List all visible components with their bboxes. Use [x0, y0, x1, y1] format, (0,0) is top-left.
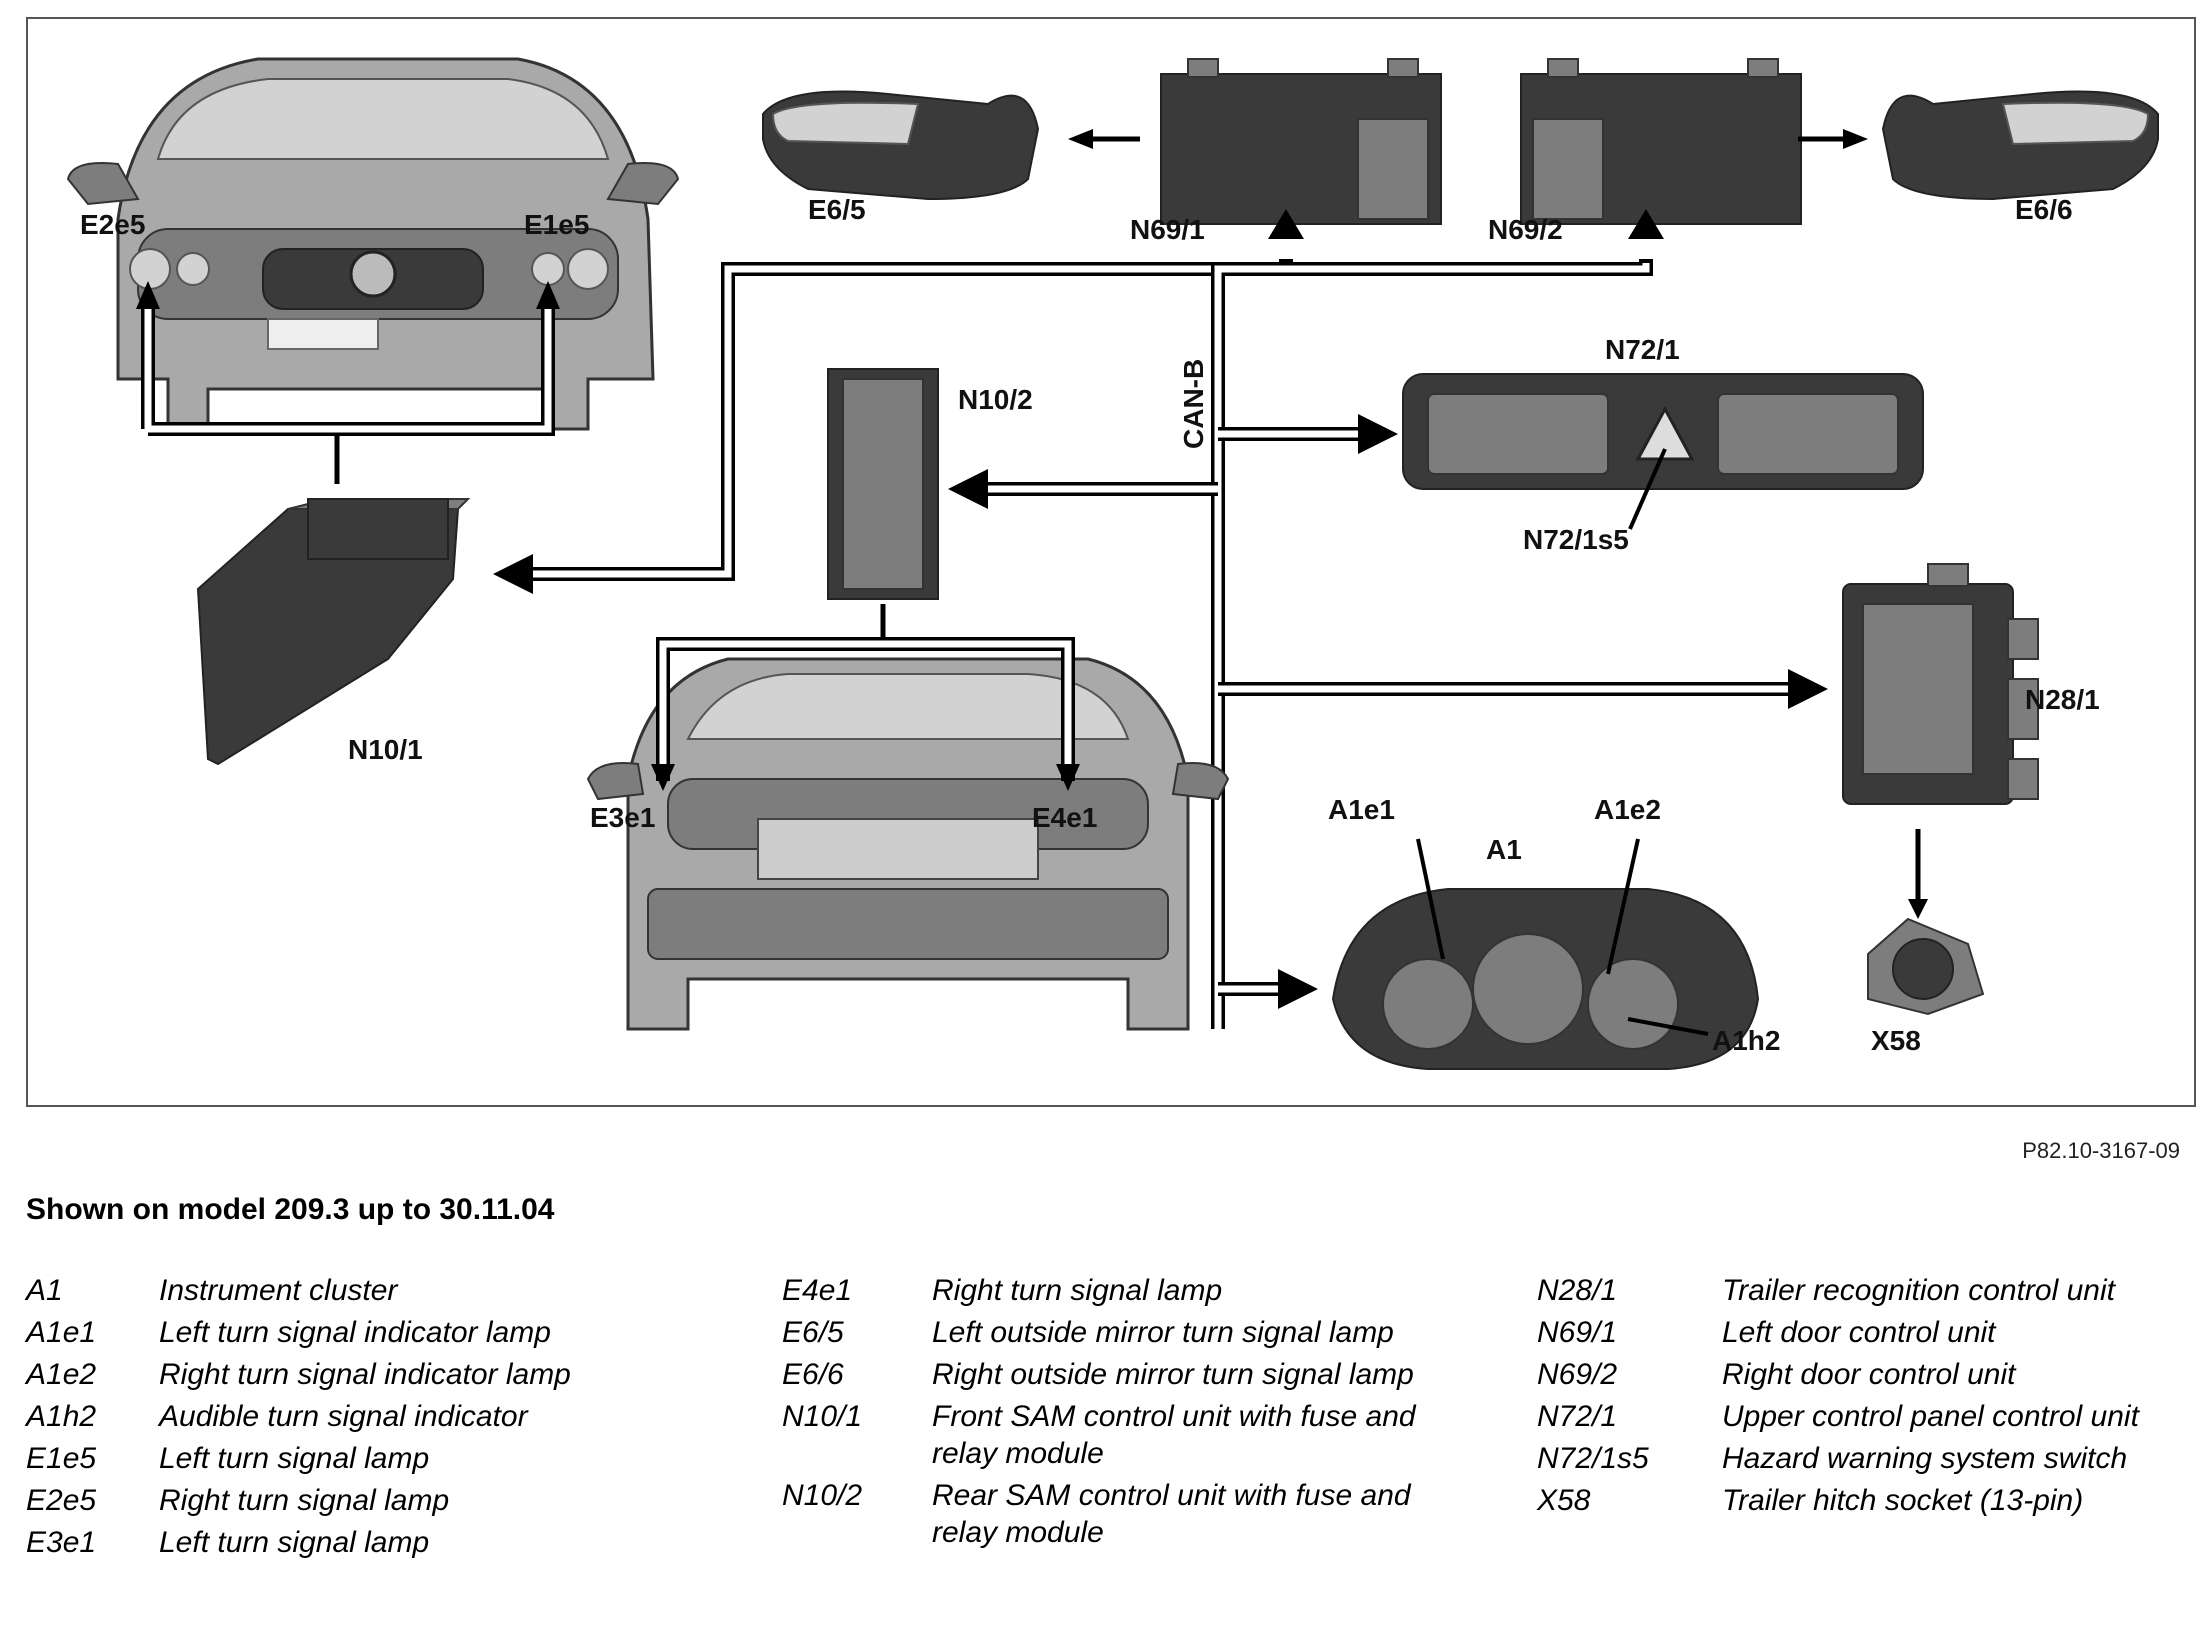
label-n10-2: N10/2 — [958, 384, 1033, 415]
legend-row: E2e5 Right turn signal lamp — [26, 1482, 746, 1519]
model-note: Shown on model 209.3 up to 30.11.04 — [26, 1193, 555, 1226]
legend-row: E4e1 Right turn signal lamp — [782, 1272, 1422, 1309]
legend-row: X58 Trailer hitch socket (13-pin) — [1537, 1482, 2197, 1519]
legend-code: E4e1 — [782, 1274, 853, 1307]
legend-description: Right door control unit — [1722, 1358, 2016, 1391]
legend-code: E1e5 — [26, 1442, 97, 1475]
label-n10-1: N10/1 — [348, 734, 423, 765]
legend-code: N28/1 — [1537, 1274, 1618, 1307]
legend-description: Hazard warning system switch — [1722, 1442, 2128, 1475]
label-e2e5: E2e5 — [80, 209, 145, 240]
legend-row: A1e2 Right turn signal indicator lamp — [26, 1356, 746, 1393]
legend-row: A1 Instrument cluster — [26, 1272, 746, 1309]
left-door-control-unit-image — [1160, 58, 1442, 225]
legend-row: E1e5 Left turn signal lamp — [26, 1440, 746, 1477]
legend-row: A1e1 Left turn signal indicator lamp — [26, 1314, 746, 1351]
legend-description: Upper control panel control unit — [1722, 1400, 2139, 1433]
right-door-control-unit-image — [1520, 58, 1802, 225]
legend-description: Left outside mirror turn signal lamp — [932, 1316, 1394, 1349]
label-e1e5: E1e5 — [524, 209, 589, 240]
turn-signal-diagram: E2e5 E1e5 E6/5 N69/1 N69/2 E6/6 N10/2 CA… — [66, 57, 2159, 1070]
trailer-socket-image — [1867, 917, 1985, 1016]
legend-row: N69/1 Left door control unit — [1537, 1314, 2197, 1351]
label-e6-6: E6/6 — [2015, 194, 2073, 225]
legend-column-2: E4e1 Right turn signal lamp E6/5 Left outs… — [782, 1272, 1422, 1556]
legend-description: Left door control unit — [1722, 1316, 1996, 1349]
legend-description: Instrument cluster — [159, 1274, 398, 1307]
label-a1e2: A1e2 — [1594, 794, 1661, 825]
legend-code: E6/5 — [782, 1316, 844, 1349]
legend-row: N69/2 Right door control unit — [1537, 1356, 2197, 1393]
legend-row: A1h2 Audible turn signal indicator — [26, 1398, 746, 1435]
legend-description: Right outside mirror turn signal lamp — [932, 1358, 1414, 1391]
legend-description: Trailer hitch socket (13-pin) — [1722, 1484, 2084, 1517]
label-n72-1s5: N72/1s5 — [1523, 524, 1629, 555]
diagram-frame: E2e5 E1e5 E6/5 N69/1 N69/2 E6/6 N10/2 CA… — [26, 17, 2196, 1107]
legend-code: A1e1 — [26, 1316, 97, 1349]
legend-column-3: N28/1 Trailer recognition control unit N6… — [1537, 1272, 2197, 1524]
rear-car-image — [586, 657, 1230, 1031]
label-n72-1: N72/1 — [1605, 334, 1680, 365]
legend-code: A1h2 — [26, 1400, 97, 1433]
left-mirror-image — [762, 90, 1040, 201]
legend-row: E6/6 Right outside mirror turn signal lam… — [782, 1356, 1422, 1393]
legend-code: E2e5 — [26, 1484, 97, 1517]
label-n28-1: N28/1 — [2025, 684, 2100, 715]
legend-description: Audible turn signal indicator — [159, 1400, 528, 1433]
label-a1h2: A1h2 — [1712, 1025, 1780, 1056]
legend-code: E3e1 — [26, 1526, 97, 1559]
legend-description: Left turn signal lamp — [159, 1442, 430, 1475]
legend-code: A1 — [26, 1274, 63, 1307]
legend-code: N72/1s5 — [1537, 1442, 1649, 1475]
legend-row: N72/1s5 Hazard warning system switch — [1537, 1440, 2197, 1477]
rear-sam-module-image — [827, 368, 939, 600]
legend-description: Front SAM control unit with fuse and rel… — [932, 1400, 1416, 1470]
instrument-cluster-image — [1331, 888, 1760, 1070]
legend-row: E6/5 Left outside mirror turn signal lamp — [782, 1314, 1422, 1351]
legend-code: N10/2 — [782, 1479, 863, 1512]
upper-control-panel-image — [1402, 373, 1924, 490]
front-sam-module-image — [196, 498, 471, 766]
legend-description: Right turn signal indicator lamp — [159, 1358, 571, 1391]
legend-description: Right turn signal lamp — [932, 1274, 1223, 1307]
label-e3e1: E3e1 — [590, 802, 655, 833]
legend-description: Left turn signal indicator lamp — [159, 1316, 551, 1349]
legend-row: E3e1 Left turn signal lamp — [26, 1524, 746, 1561]
legend-row: N28/1 Trailer recognition control unit — [1537, 1272, 2197, 1309]
legend-row: N72/1 Upper control panel control unit — [1537, 1398, 2197, 1435]
figure-reference-code: P82.10-3167-09 — [2022, 1138, 2180, 1163]
label-a1: A1 — [1486, 834, 1522, 865]
label-e6-5: E6/5 — [808, 194, 866, 225]
legend-description: Trailer recognition control unit — [1722, 1274, 2115, 1307]
legend-description: Left turn signal lamp — [159, 1526, 430, 1559]
label-can-b: CAN-B — [1178, 359, 1209, 449]
label-n69-1: N69/1 — [1130, 214, 1205, 245]
trailer-recognition-unit-image — [1842, 563, 2039, 805]
legend-description: Rear SAM control unit with fuse and rela… — [932, 1479, 1411, 1549]
legend-code: N10/1 — [782, 1400, 863, 1433]
front-car-image — [66, 57, 680, 431]
legend-code: A1e2 — [26, 1358, 97, 1391]
legend-row: N10/1 Front SAM control unit with fuse an… — [782, 1398, 1422, 1472]
legend-code: X58 — [1537, 1484, 1591, 1517]
legend-row: N10/2 Rear SAM control unit with fuse and… — [782, 1477, 1422, 1551]
label-a1e1: A1e1 — [1328, 794, 1395, 825]
legend-description: Right turn signal lamp — [159, 1484, 450, 1517]
label-e4e1: E4e1 — [1032, 802, 1097, 833]
wiring — [493, 209, 1828, 1029]
right-mirror-image — [1881, 90, 2159, 201]
legend-code: N69/2 — [1537, 1358, 1618, 1391]
legend-code: E6/6 — [782, 1358, 844, 1391]
legend-code: N69/1 — [1537, 1316, 1618, 1349]
label-n69-2: N69/2 — [1488, 214, 1563, 245]
label-x58: X58 — [1871, 1025, 1921, 1056]
legend-code: N72/1 — [1537, 1400, 1618, 1433]
